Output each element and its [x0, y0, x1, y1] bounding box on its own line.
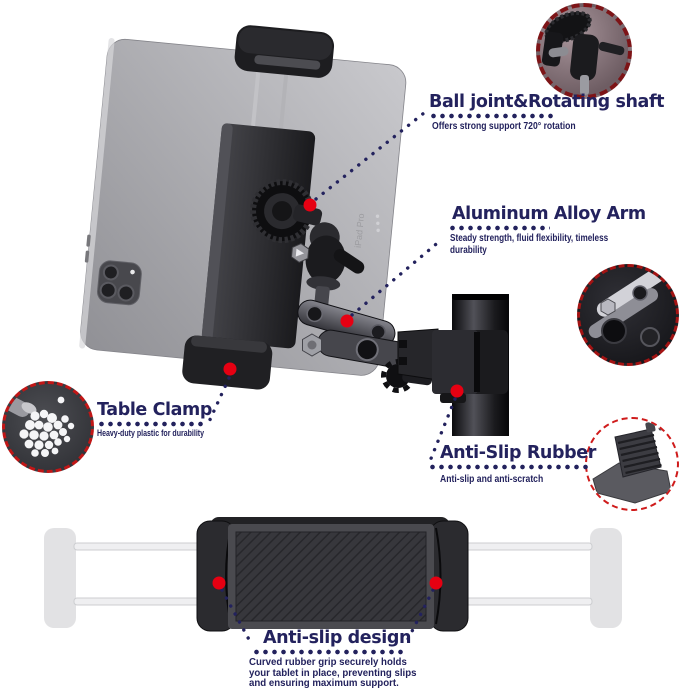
callout-table-clamp-title: Table Clamp	[97, 400, 212, 420]
marker-aluminum-arm	[340, 314, 354, 328]
callout-anti-slip-design-subtitle: Curved rubber grip securely holds your t…	[249, 656, 417, 690]
aluminum-arm-art	[588, 267, 670, 347]
smart-connector-dots	[375, 214, 380, 233]
holder-plate	[201, 123, 316, 349]
rotating-shaft-closeup	[536, 3, 632, 99]
marker-anti-slip-rubber	[450, 384, 464, 398]
aluminum-arm-closeup	[577, 264, 679, 366]
ball-joint-arm	[290, 204, 365, 312]
pole-clamp	[397, 328, 508, 403]
dotted-underline	[252, 649, 404, 656]
holder-top-jaw	[234, 25, 335, 78]
pellets	[19, 396, 75, 457]
tablet-edge-highlight	[79, 37, 115, 349]
rotating-shaft-art	[541, 10, 625, 95]
marker-anti-slip-right	[429, 576, 443, 590]
callout-table-clamp: Table Clamp Heavy-duty plastic for durab…	[97, 401, 242, 440]
dotted-underline	[97, 421, 205, 428]
extension-rods	[73, 542, 593, 606]
camera-module	[97, 260, 142, 306]
holder-plate-highlight	[201, 123, 233, 341]
callout-aluminum-arm-title: Aluminum Alloy Arm	[452, 204, 646, 224]
anti-slip-rubber-art	[592, 419, 677, 504]
camera-lens	[102, 264, 119, 281]
leader-table-clamp	[206, 376, 231, 426]
holder-front-view	[44, 517, 622, 632]
leader-anti-slip-rubber	[428, 397, 457, 463]
pole-top-edge	[452, 294, 509, 300]
grip-cap-right	[429, 520, 469, 632]
callout-ball-joint: Ball joint&Rotating shaft Offers strong …	[429, 92, 665, 133]
marker-ball-joint	[303, 198, 317, 212]
leader-anti-slip-right	[403, 588, 435, 647]
rubber-pad-texture	[235, 531, 427, 622]
camera-lens	[117, 284, 135, 302]
volume-button	[84, 250, 90, 263]
tablet-back-label: iPad Pro	[353, 213, 366, 248]
callout-ball-joint-subtitle: Offers strong support 720° rotation	[432, 120, 576, 133]
callout-anti-slip-rubber: Anti-Slip Rubber Anti-slip and anti-scra…	[428, 443, 596, 486]
extension-end-ghost	[44, 528, 76, 628]
holder-bottom-jaw	[182, 335, 273, 390]
extension-end-ghost	[590, 528, 622, 628]
leader-lines	[206, 111, 457, 647]
marker-table-clamp	[223, 362, 237, 376]
camera-lens	[99, 281, 117, 299]
marker-anti-slip-left	[212, 576, 226, 590]
callout-table-clamp-subtitle: Heavy-duty plastic for durability	[97, 428, 205, 440]
plastic-pellets-art	[5, 392, 75, 457]
callout-anti-slip-design: Anti-slip design Curved rubber grip secu…	[249, 628, 431, 690]
dotted-underline	[428, 464, 588, 471]
callout-anti-slip-rubber-subtitle: Anti-slip and anti-scratch	[440, 474, 544, 486]
rubber-ribs	[617, 433, 662, 475]
callout-aluminum-arm-subtitle: Steady strength, fluid flexibility, time…	[450, 232, 609, 256]
camera-flash	[130, 269, 135, 275]
volume-button	[86, 234, 91, 247]
dotted-underline	[448, 225, 550, 232]
dotted-underline	[429, 113, 557, 120]
callout-marker-dots	[212, 198, 464, 590]
wing-nut	[333, 249, 365, 274]
callout-anti-slip-design-title: Anti-slip design	[263, 628, 412, 648]
leader-aluminum-arm	[350, 238, 443, 317]
anti-slip-rubber-closeup	[585, 417, 679, 511]
callout-anti-slip-rubber-title: Anti-Slip Rubber	[440, 443, 596, 463]
plastic-pellets-closeup	[2, 381, 94, 473]
tablet-in-holder: iPad Pro	[79, 25, 407, 390]
callout-aluminum-arm: Aluminum Alloy Arm Steady strength, flui…	[448, 204, 679, 256]
leader-anti-slip-left	[220, 588, 254, 647]
callout-ball-joint-title: Ball joint&Rotating shaft	[429, 92, 665, 112]
